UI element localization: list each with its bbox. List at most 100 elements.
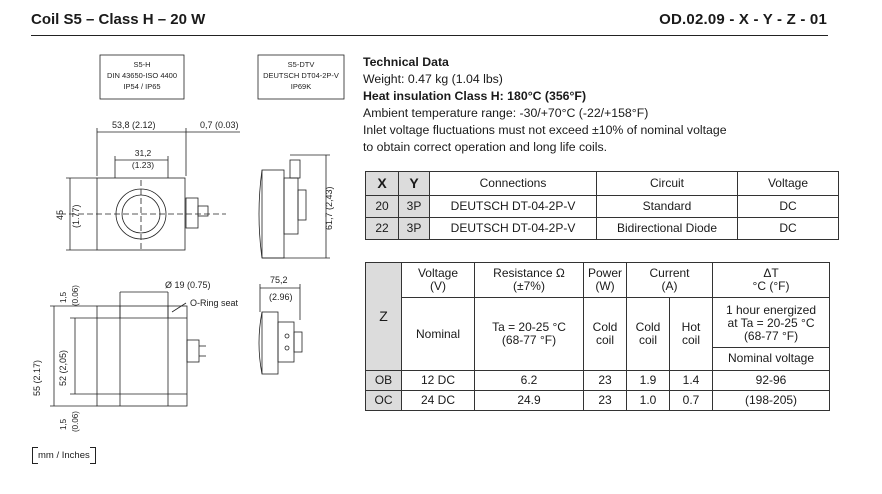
dim-top-offset: 0,7 (0.03) — [200, 120, 239, 130]
dim-edge-top: 1,5 — [59, 291, 68, 303]
box-din-label — [99, 54, 185, 100]
t2-h-voltage-label: Voltage — [417, 266, 459, 280]
ambient-line: Ambient temperature range: -30/+70°C (-2… — [363, 106, 649, 120]
technical-heading: Technical Data — [363, 55, 449, 69]
technical-drawing: S5-H DIN 43650-ISO 4400 IP54 / IP65 S5-D… — [32, 54, 345, 432]
t1-cell: 3P — [398, 195, 430, 218]
t2-s-cold-current-2: coil — [639, 333, 658, 347]
header-rule — [31, 35, 828, 36]
t2-cell: (198-205) — [712, 390, 831, 411]
t2-s-hot-2: coil — [682, 333, 701, 347]
dim-edge-bottom-in: (0.06) — [71, 411, 80, 432]
box2-line2: DEUTSCH DT04-2P-V — [263, 71, 339, 80]
t2-s-hot-1: Hot — [681, 320, 701, 334]
coil-lower-view — [96, 305, 188, 407]
t2-h-power-unit: (W) — [595, 279, 615, 293]
page-title: Coil S5 – Class H – 20 W — [31, 11, 206, 28]
t2-s-dt: 1 hour energized at Ta = 20-25 °C (68-77… — [712, 297, 831, 371]
t2-s-dt-3: (68-77 °F) — [743, 328, 799, 343]
t2-cell-z: OB — [365, 370, 402, 391]
dim-edge-top-in: (0.06) — [71, 285, 80, 306]
dim-bore-dia: Ø 19 (0.75) — [165, 280, 211, 290]
t2-s-nominal: Nominal — [401, 297, 475, 371]
t2-s-ta-2: (68-77 °F) — [501, 333, 557, 347]
box2-line1: S5-DTV — [288, 60, 315, 69]
t1-cell: Standard — [596, 195, 738, 218]
t2-s-ta: Ta = 20-25 °C(68-77 °F) — [474, 297, 584, 371]
box1-line2: DIN 43650-ISO 4400 — [107, 71, 177, 80]
t2-s-dt-1: 1 hour energized — [725, 302, 817, 317]
t1-header-voltage: Voltage — [737, 171, 839, 196]
t2-h-current-unit: (A) — [661, 279, 678, 293]
t2-cell: 6.2 — [474, 370, 584, 391]
t2-h-dt-label: ΔT — [763, 266, 779, 280]
t2-h-resistance-label: Resistance Ω — [493, 266, 565, 280]
t1-header-circuit: Circuit — [596, 171, 738, 196]
t1-cell: DEUTSCH DT-04-2P-V — [429, 195, 597, 218]
technical-data: Technical Data Weight: 0.47 kg (1.04 lbs… — [363, 54, 727, 156]
t1-cell: DC — [737, 195, 839, 218]
oring-label: O-Ring seat — [190, 298, 239, 308]
product-code: OD.02.09 - X - Y - Z - 01 — [659, 11, 827, 28]
coil-lower-side — [261, 311, 279, 375]
dim-side-height: 61,7 (2,43) — [324, 186, 334, 230]
t2-s-cold-current-1: Cold — [635, 320, 661, 334]
t2-cell: 1.9 — [626, 370, 671, 391]
voltage-note-1: Inlet voltage fluctuations must not exce… — [363, 123, 727, 137]
units-note: mm / Inches — [32, 447, 96, 464]
box-deutsch-label — [257, 54, 345, 100]
t2-h-dt-unit: °C (°F) — [752, 279, 790, 293]
t2-h-power: Power(W) — [582, 262, 628, 298]
t2-h-voltage-unit: (V) — [430, 279, 446, 293]
connections-table: X Y Connections Circuit Voltage 20 3P DE… — [365, 171, 839, 240]
weight-line: Weight: 0.47 kg (1.04 lbs) — [363, 72, 503, 86]
t2-h-resistance: Resistance Ω(±7%) — [474, 262, 584, 298]
table-row: OC 24 DC 24.9 23 1.0 0.7 (198-205) — [365, 390, 831, 411]
table-row: OB 12 DC 6.2 23 1.9 1.4 92-96 — [365, 370, 831, 391]
t2-s-cold-coil-1: Cold — [592, 320, 618, 334]
t2-cell: 24.9 — [474, 390, 584, 411]
t2-cell: 23 — [582, 370, 628, 391]
t2-cell: 12 DC — [401, 370, 475, 391]
t2-cell: 1.4 — [669, 370, 714, 391]
t2-s-dt-cond: 1 hour energized at Ta = 20-25 °C (68-77… — [713, 300, 830, 348]
t2-cell: 1.0 — [626, 390, 671, 411]
box1-line1: S5-H — [133, 60, 150, 69]
box1-line3: IP54 / IP65 — [123, 82, 160, 91]
dim-bore-spacing-in: (1.23) — [132, 160, 154, 170]
t2-h-current-label: Current — [649, 266, 690, 280]
coil-side-view — [261, 169, 285, 259]
t2-cell: 24 DC — [401, 390, 475, 411]
t1-cell: 22 — [365, 217, 399, 240]
t2-h-resistance-unit: (±7%) — [513, 279, 545, 293]
dim-side-width-in: (2.96) — [269, 292, 293, 302]
t2-s-dt-nom: Nominal voltage — [727, 350, 815, 365]
t2-z: Z — [365, 262, 402, 371]
t2-h-power-label: Power — [588, 266, 623, 280]
electrical-table: Z Voltage(V) Resistance Ω(±7%) Power(W) … — [365, 262, 831, 411]
dim-side-width: 75,2 — [270, 275, 288, 285]
t1-cell: DC — [737, 217, 839, 240]
t2-h-dt: ΔT°C (°F) — [712, 262, 831, 298]
t2-cell-z: OC — [365, 390, 402, 411]
t1-cell: DEUTSCH DT-04-2P-V — [429, 217, 597, 240]
t2-cell: 0.7 — [669, 390, 714, 411]
dim-top-width: 53,8 (2.12) — [112, 120, 156, 130]
dim-height-45: 45 — [55, 210, 65, 220]
t1-header-x: X — [365, 171, 399, 196]
dim-inner-height: 52 (2,05) — [58, 350, 68, 386]
table-row: 20 3P DEUTSCH DT-04-2P-V Standard DC — [365, 195, 839, 218]
t1-cell: 3P — [398, 217, 430, 240]
table-row: 22 3P DEUTSCH DT-04-2P-V Bidirectional D… — [365, 217, 839, 240]
t2-cell: 92-96 — [712, 370, 831, 391]
t2-h-voltage: Voltage(V) — [401, 262, 475, 298]
t1-header-connections: Connections — [429, 171, 597, 196]
dim-bore-spacing: 31,2 — [135, 148, 152, 158]
t1-cell: Bidirectional Diode — [596, 217, 738, 240]
dim-height-45-in: (1.77) — [71, 204, 81, 228]
voltage-note-2: to obtain correct operation and long lif… — [363, 140, 608, 154]
insulation-line: Heat insulation Class H: 180°C (356°F) — [363, 89, 587, 103]
t2-s-dt-2: at Ta = 20-25 °C — [727, 315, 815, 330]
